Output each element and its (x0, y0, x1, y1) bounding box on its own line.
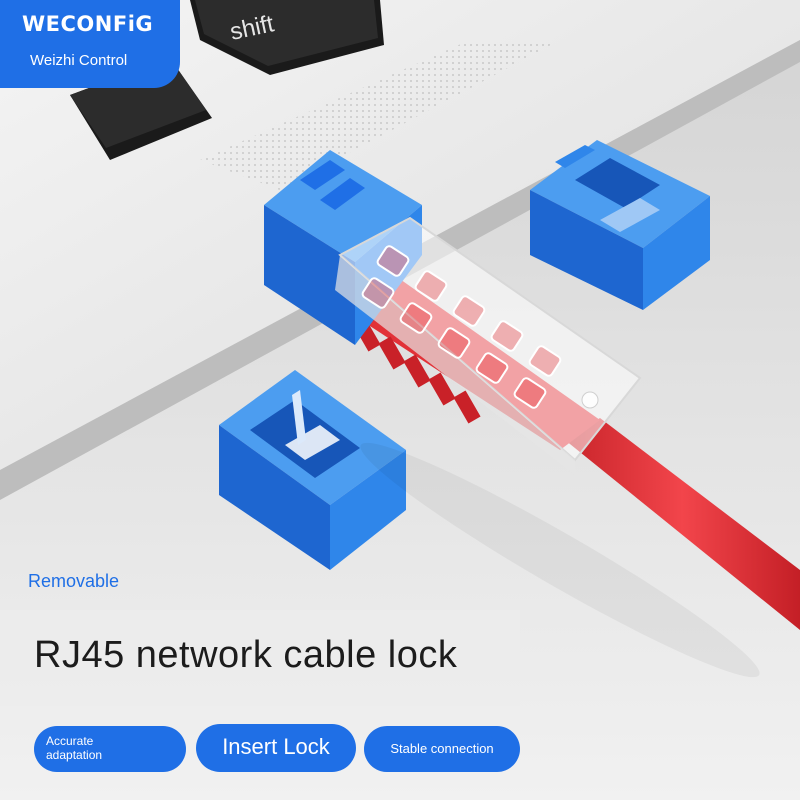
brand-subtitle: Weizhi Control (30, 52, 128, 69)
cable-shadow (360, 442, 760, 678)
feature-badge-line: adaptation (46, 748, 103, 762)
blue-lock-loose-right (530, 140, 710, 310)
feature-badge-accurate-adaptation: Accurate adaptation (34, 726, 186, 772)
feature-badge-line: Accurate (46, 734, 94, 748)
feature-badge-stable-connection: Stable connection (364, 726, 520, 772)
feature-badge-insert-lock: Insert Lock (196, 724, 356, 772)
title-band (0, 610, 520, 706)
transparent-rj45-plug (335, 216, 642, 475)
brand-logo: WECONFiG (22, 12, 154, 36)
blue-lock-loose-left (219, 370, 406, 570)
tagline: Removable (28, 571, 120, 591)
product-title: RJ45 network cable lock (34, 634, 458, 676)
brand-badge: WECONFiG Weizhi Control (0, 0, 180, 88)
keyboard-keys: shift (70, 0, 384, 160)
